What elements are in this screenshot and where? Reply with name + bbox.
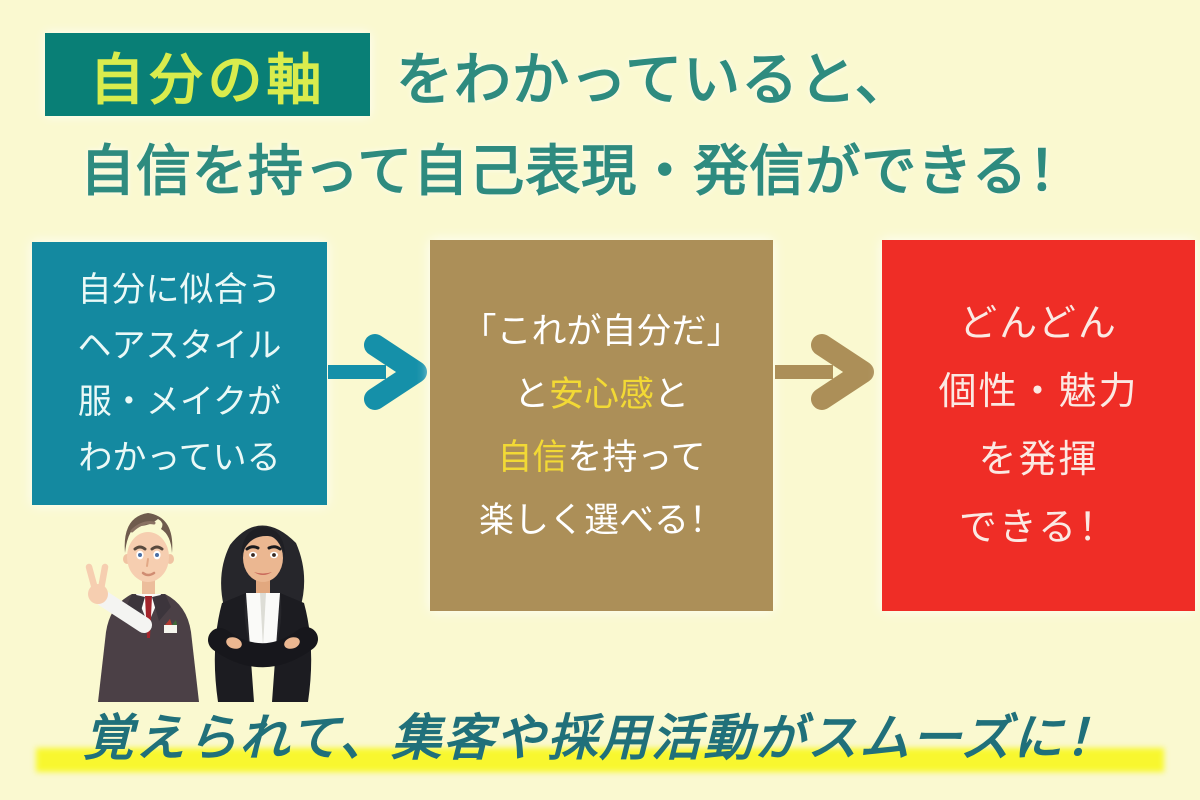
right-arrow-icon bbox=[328, 334, 427, 410]
footer-text: 覚えられて、集客や採用活動がスムーズに！ bbox=[83, 710, 1117, 766]
title-rest-text: をわかっていると、 bbox=[396, 47, 913, 112]
two-business-people-illustration bbox=[85, 513, 318, 702]
flow-box-knowing-what-suits-you: 自分に似合うヘアスタイル服・メイクがわかっている bbox=[32, 242, 327, 505]
title-line-1: 自分の軸 をわかっていると、 bbox=[45, 33, 913, 116]
flow-box-show-personality-charm: どんどん個性・魅力を発揮できる！ bbox=[882, 240, 1195, 611]
right-arrow-icon bbox=[775, 334, 874, 410]
woman-figure bbox=[208, 525, 318, 702]
title-highlight-text: 自分の軸 bbox=[89, 48, 326, 111]
title-highlight-box: 自分の軸 bbox=[45, 33, 370, 116]
flow-box-confidence-and-security: 「これが自分だ」と安心感と自信を持って楽しく選べる！ bbox=[430, 240, 773, 611]
title-line-2: 自信を持って自己表現・発信ができる！ bbox=[80, 140, 1085, 202]
man-figure bbox=[85, 513, 199, 702]
footer-highlight-band bbox=[36, 748, 1164, 772]
